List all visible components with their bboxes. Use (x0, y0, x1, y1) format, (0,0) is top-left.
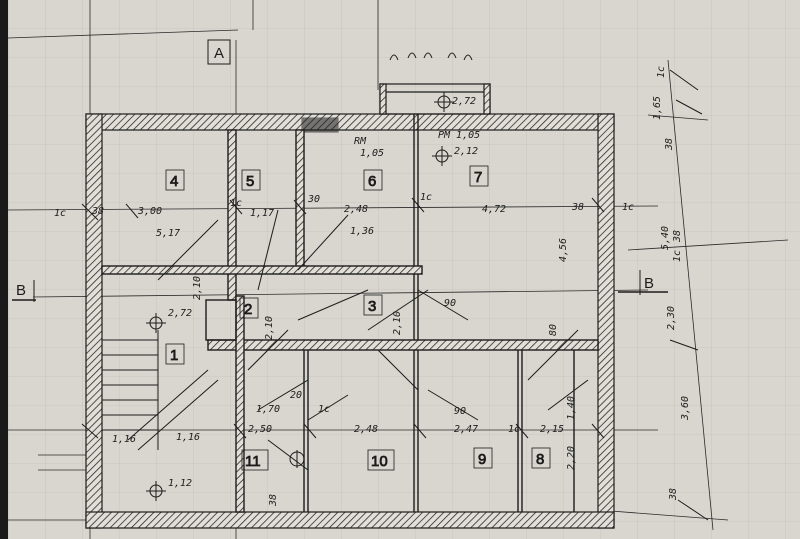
room-7: 7 (469, 165, 489, 187)
dim-label: 2,48 (344, 204, 368, 215)
dim-label: 2,47 (454, 424, 478, 435)
room-2: 2 (239, 297, 259, 319)
fixture-circle-icon (434, 92, 454, 112)
dim-label: 1,12 (168, 478, 192, 489)
axis-b-right-marker: B (618, 270, 668, 295)
svg-text:7: 7 (474, 169, 482, 186)
dim-label: PM 1,05 (438, 130, 480, 141)
dim-label: 1,05 (360, 148, 384, 159)
axis-b-left-marker: B (12, 280, 36, 302)
floor-plan-drawing: A B B (8, 0, 789, 539)
dim-label: 1,70 (256, 404, 280, 415)
fixture-markers (146, 92, 454, 501)
fixture-circle-icon (432, 146, 452, 166)
dim-label: RM (354, 136, 367, 147)
dim-label: 1,36 (350, 226, 374, 237)
dim-label: 2,20 (566, 446, 577, 470)
dim-label: 1,16 (176, 432, 200, 443)
dim-label: 1c (656, 66, 667, 78)
dim-label: 1c (230, 198, 242, 209)
dim-label: 90 (454, 406, 466, 417)
room-10: 10 (367, 449, 395, 471)
axis-a-label: A (214, 45, 224, 62)
dim-label: 1c (622, 202, 634, 213)
dim-label: 1c (508, 424, 520, 435)
dim-label: 2,12 (454, 146, 478, 157)
room-4: 4 (165, 169, 185, 191)
dim-label: 1c (672, 250, 683, 262)
axis-b-right-label: B (644, 275, 654, 292)
dimension-ticks (81, 69, 709, 521)
svg-text:3: 3 (368, 298, 376, 315)
dim-label: 2,10 (392, 311, 403, 335)
dim-label: 1,17 (250, 208, 274, 219)
dim-label: 2,10 (264, 316, 275, 340)
room-3: 3 (363, 294, 383, 316)
room-6: 6 (363, 169, 383, 191)
dim-label: 1c (318, 404, 330, 415)
room-9: 9 (473, 447, 493, 469)
exterior-walls (85, 113, 615, 529)
room-labels: 4 5 6 7 3 2 1 11 10 9 8 (165, 165, 551, 471)
dim-label: 20 (290, 390, 302, 401)
dim-label: 2,30 (666, 306, 677, 330)
axis-b-left-label: B (16, 282, 26, 299)
dim-label: 80 (548, 324, 559, 336)
dim-label: 30 (307, 194, 320, 205)
dim-label: 1c (54, 208, 66, 219)
dim-label: 38 (268, 494, 279, 507)
floor-plan-sheet: A B B (8, 0, 800, 539)
top-bay (379, 52, 491, 115)
dim-label: 2,50 (248, 424, 272, 435)
room-1: 1 (165, 343, 185, 365)
opening-marks (157, 209, 589, 471)
dim-label: 2,72 (452, 96, 476, 107)
dim-label: 38 (664, 138, 675, 151)
svg-text:4: 4 (170, 173, 178, 190)
dim-label: 3,60 (680, 396, 691, 421)
dim-label: 1,65 (652, 96, 663, 120)
fixture-circle-icon (146, 313, 166, 333)
interior-walls (101, 114, 599, 513)
room-11: 11 (241, 449, 269, 471)
dim-label: 38 (571, 202, 584, 213)
dim-label: 1,16 (112, 434, 136, 445)
dim-label: 5,17 (156, 228, 180, 239)
svg-text:11: 11 (245, 453, 261, 470)
dim-label: 2,72 (168, 308, 192, 319)
dim-label: 90 (444, 298, 456, 309)
svg-text:2: 2 (244, 301, 252, 318)
axis-a-marker: A (207, 39, 231, 65)
dim-label: 1,40 (566, 396, 577, 420)
svg-text:10: 10 (371, 453, 388, 470)
fixture-circle-icon (146, 481, 166, 501)
dim-label: 4,56 (558, 238, 569, 262)
dim-label: 3,00 (137, 206, 162, 217)
dim-label: 38 (672, 230, 683, 243)
dim-label: 5,40 (660, 226, 671, 250)
room-8: 8 (531, 447, 551, 469)
svg-text:5: 5 (246, 173, 254, 190)
dimension-labels: 1c 38 3,00 1c 1,17 30 2,48 1c 4,72 38 1c… (54, 66, 691, 507)
fixture-circle-icon (289, 450, 305, 468)
svg-text:8: 8 (536, 451, 544, 468)
dim-label: 38 (668, 488, 679, 501)
dim-label: 2,48 (354, 424, 378, 435)
dim-label: 38 (91, 206, 104, 217)
svg-text:9: 9 (478, 451, 486, 468)
dim-label: 2,10 (192, 276, 203, 300)
room-5: 5 (241, 169, 261, 191)
dim-label: 2,15 (540, 424, 564, 435)
svg-text:1: 1 (170, 347, 178, 364)
svg-text:6: 6 (368, 173, 376, 190)
staircase (102, 330, 219, 451)
dim-label: 4,72 (482, 204, 506, 215)
dim-label: 1c (420, 192, 432, 203)
